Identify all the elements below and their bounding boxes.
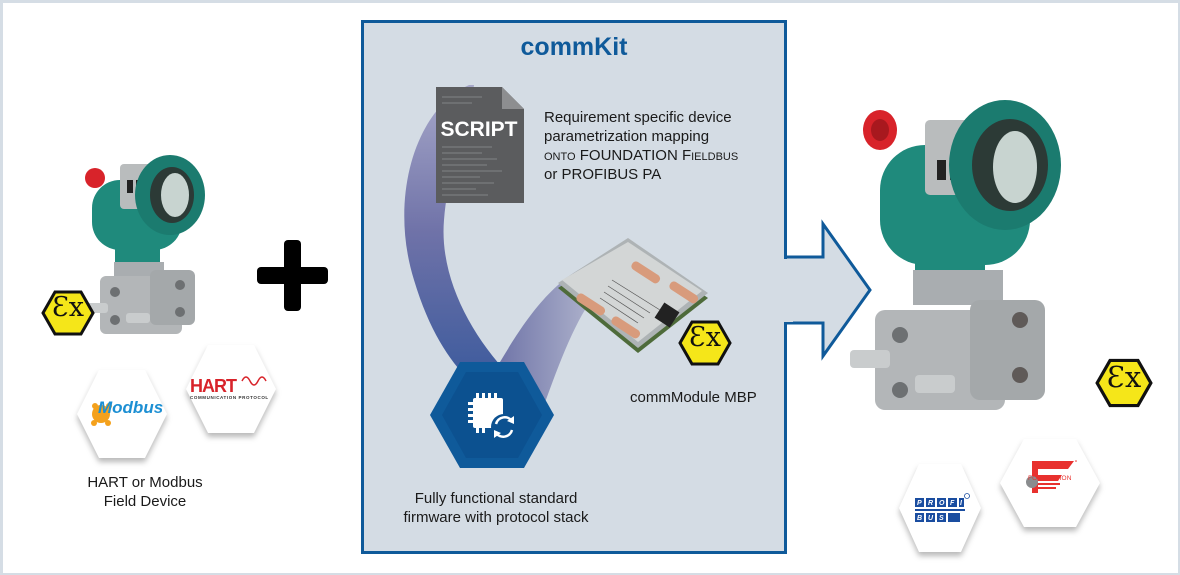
svg-text:U: U [928, 515, 934, 522]
ex-atex-label-right: Ɛx [1106, 360, 1142, 394]
plus-icon [257, 240, 328, 311]
script-desc-line-3: onto FOUNDATION Fieldbus [544, 147, 739, 164]
svg-text:R: R [928, 500, 933, 507]
svg-text:S: S [939, 515, 944, 522]
script-document-icon [436, 87, 524, 203]
script-label: SCRIPT [440, 118, 518, 141]
svg-text:O: O [939, 500, 945, 507]
profibus-logo-mark [915, 498, 965, 522]
svg-text:P: P [917, 500, 922, 507]
svg-text:B: B [917, 515, 922, 522]
hart-wave-icon [241, 376, 267, 386]
firmware-hex-icon [430, 362, 554, 468]
foundation-fieldbus-logo-hex [1000, 439, 1100, 527]
commmodule-chip-image [558, 238, 708, 353]
commmodule-label: commModule MBP [630, 389, 757, 406]
script-desc-line-2: parametrization mapping [544, 128, 710, 145]
svg-text:I: I [960, 500, 963, 507]
left-device-caption: HART or Modbus Field Device [80, 473, 210, 511]
datamatrix-code [654, 302, 680, 328]
firmware-desc-line-1: Fully functional standard [414, 490, 578, 507]
field-device-right-image [850, 100, 1061, 410]
ex-atex-label-left: Ɛx [51, 292, 85, 323]
modbus-logo-hex [77, 370, 167, 458]
ex-atex-label-module: Ɛx [688, 322, 722, 353]
hart-logo-text: HART [190, 376, 237, 396]
script-description: Requirement specific device parametrizat… [544, 108, 764, 184]
field-device-left-image [84, 155, 205, 334]
ex-atex-icon-right [1095, 358, 1153, 408]
firmware-description: Fully functional standard firmware with … [391, 489, 601, 527]
script-desc-line-1: Requirement specific device [544, 109, 732, 126]
commkit-title: commKit [520, 33, 628, 61]
hart-logo-hex [186, 345, 276, 433]
svg-text:F: F [950, 500, 955, 507]
left-caption-line-1: HART or Modbus [87, 474, 203, 491]
modbus-logo-text: Modbus [98, 398, 164, 417]
foundation-logo-text: FOUNDATION [1028, 475, 1072, 482]
firmware-desc-line-2: firmware with protocol stack [403, 509, 589, 526]
script-desc-line-4: or PROFIBUS PA [544, 166, 662, 183]
foundation-logo-mark [1032, 461, 1074, 493]
hart-logo-subtext: COMMUNICATION PROTOCOL [190, 395, 269, 400]
device-neck [913, 270, 1003, 305]
left-caption-line-2: Field Device [103, 493, 187, 510]
arrow-box-joint [783, 259, 793, 322]
ex-atex-icon-left [41, 290, 95, 336]
modbus-network-icon [92, 405, 110, 423]
device-red-cap [85, 168, 105, 188]
ex-atex-icon-module [678, 320, 732, 366]
